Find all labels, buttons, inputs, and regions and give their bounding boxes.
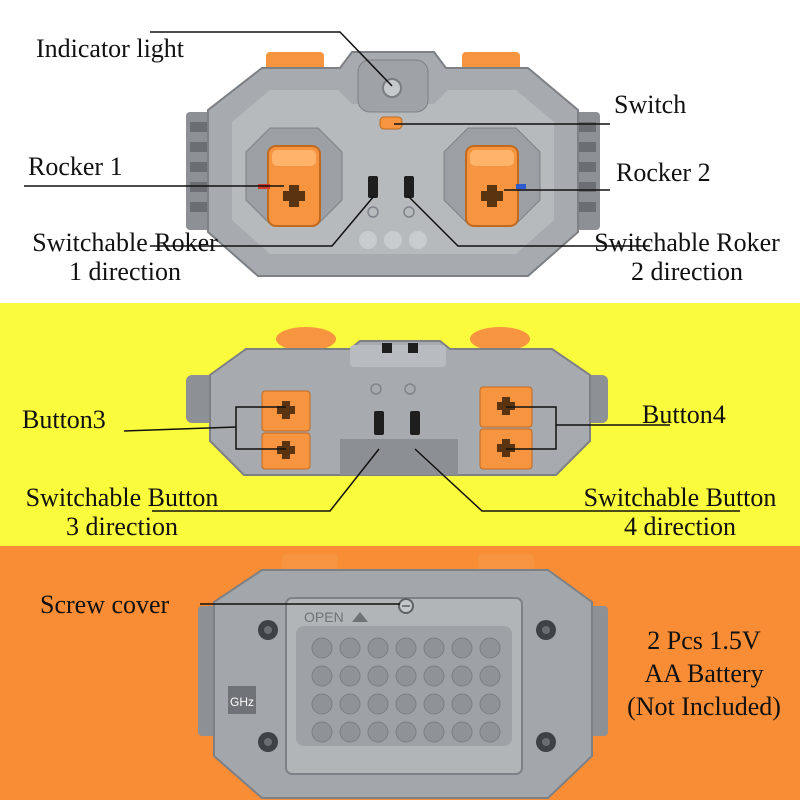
controller-bottom-view: OPEN GHz [198, 554, 608, 799]
direction-toggle-2[interactable] [404, 176, 414, 198]
label-switch: Switch [614, 90, 687, 119]
front-rack-left [186, 375, 216, 423]
front-view-panel: Button3 Button4 Switchable Button 3 dire… [0, 303, 800, 546]
open-arrow-icon [352, 612, 368, 622]
leader-lines-top [24, 31, 650, 247]
label-battery: 2 Pcs 1.5V AA Battery (Not Included) [627, 626, 781, 721]
label-switchable-rocker-2: Switchable Roker 2 direction [594, 228, 780, 286]
label-button-3: Button3 [22, 405, 106, 434]
label-button-4: Button4 [642, 400, 726, 429]
top-view-panel: Indicator light Switch Rocker 1 Rocker 2… [0, 0, 800, 303]
open-label: OPEN [304, 609, 344, 625]
label-indicator-light: Indicator light [36, 34, 185, 63]
battery-cover-grip-dots [311, 637, 501, 743]
label-switchable-button-3: Switchable Button 3 direction [25, 483, 219, 541]
label-rocker-1: Rocker 1 [28, 152, 123, 181]
leader-lines-middle [123, 406, 740, 512]
rocker-2[interactable] [465, 145, 526, 227]
front-top-tab-left [276, 327, 336, 351]
direction-toggle-4[interactable] [410, 411, 420, 435]
label-screw-cover: Screw cover [40, 590, 170, 619]
controller-front-view [123, 327, 740, 512]
label-switchable-button-4: Switchable Button 4 direction [583, 483, 777, 541]
bottom-view-panel: OPEN GHz Screw cover 2 Pcs 1.5V AA Batte… [0, 546, 800, 800]
ghz-label: GHz [230, 695, 254, 709]
button-3[interactable] [261, 390, 311, 470]
label-switchable-rocker-1: Switchable Roker 1 direction [32, 228, 218, 286]
indicator-light-icon [382, 78, 402, 98]
power-switch[interactable] [379, 116, 403, 130]
direction-toggle-1[interactable] [368, 176, 378, 198]
front-top-tab-right [470, 327, 530, 351]
controller-top-view [24, 31, 650, 277]
label-rocker-2: Rocker 2 [616, 158, 711, 187]
direction-toggle-3[interactable] [374, 411, 384, 435]
